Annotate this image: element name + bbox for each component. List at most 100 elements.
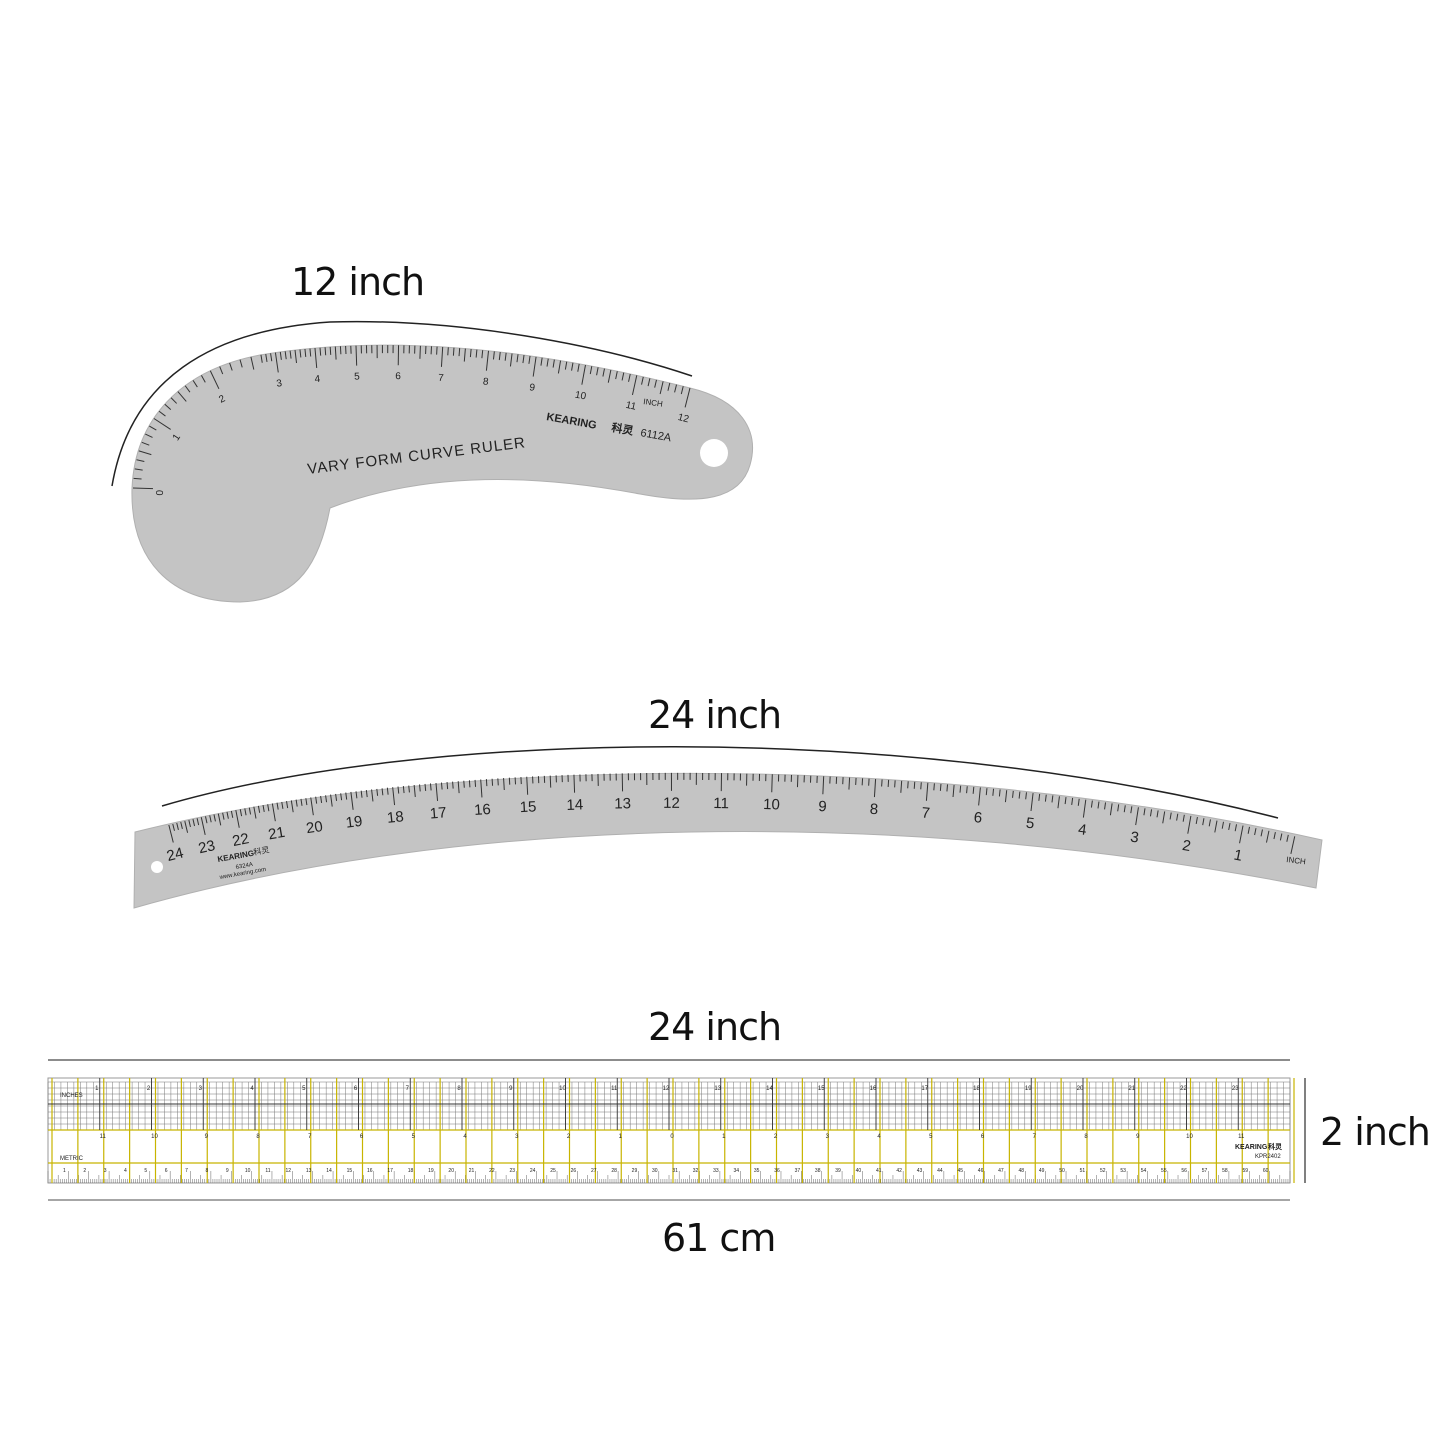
straight-cm-number: 54 (1141, 1168, 1147, 1174)
straight-cm-number: 5 (144, 1168, 147, 1174)
straight-center-number: 7 (308, 1134, 312, 1140)
curve-tick-number: 6 (395, 371, 401, 382)
straight-cm-number: 12 (286, 1168, 292, 1174)
straight-inch-number: 6 (354, 1086, 358, 1092)
straight-center-number: 10 (151, 1134, 158, 1140)
hip-tick-number: 11 (713, 795, 729, 812)
straight-cm-number: 11 (265, 1168, 270, 1174)
hip-tick-number: 13 (614, 795, 631, 812)
hip-tick-number: 6 (973, 809, 983, 827)
straight-cm-number: 58 (1222, 1168, 1228, 1174)
straight-center-number: 11 (100, 1134, 107, 1140)
hip-tick-number: 22 (231, 830, 251, 850)
straight-cm-number: 56 (1181, 1168, 1187, 1174)
straight-center-number: 1 (722, 1134, 726, 1140)
curve-ruler-brand-cn: 科灵 (610, 420, 635, 438)
straight-inch-number: 9 (509, 1086, 513, 1092)
straight-cm-number: 2 (83, 1168, 86, 1174)
straight-cm-number: 3 (104, 1168, 107, 1174)
straight-ruler-model: KPR2402 (1255, 1154, 1281, 1160)
straight-cm-number: 4 (124, 1168, 127, 1174)
hip-ruler-hole (151, 861, 163, 873)
straight-cm-number: 14 (326, 1168, 332, 1174)
curve-tick-number: 0 (155, 489, 166, 495)
hip-ruler-body (133, 772, 1323, 909)
straight-cm-number: 53 (1120, 1168, 1126, 1174)
curve-ruler-unit: INCH (643, 397, 664, 409)
straight-inch-number: 12 (663, 1086, 670, 1092)
straight-center-number: 9 (205, 1134, 209, 1140)
hip-tick-number: 14 (566, 796, 583, 814)
straight-inch-number: 1 (95, 1086, 99, 1092)
straight-cm-number: 50 (1059, 1168, 1065, 1174)
straight-cm-number: 19 (428, 1168, 434, 1174)
straight-cm-number: 13 (306, 1168, 312, 1174)
straight-cm-number: 10 (245, 1168, 251, 1174)
straight-cm-number: 59 (1242, 1168, 1248, 1174)
straight-ruler-brand-cn: 科灵 (1268, 1142, 1283, 1151)
curve-tick-number: 9 (529, 382, 537, 394)
curve-tick-number: 11 (625, 400, 638, 413)
straight-inch-number: 17 (921, 1086, 928, 1092)
straight-cm-number: 17 (387, 1168, 393, 1174)
straight-cm-number: 47 (998, 1168, 1004, 1174)
straight-cm-number: 1 (63, 1168, 66, 1174)
hip-tick-number: 16 (474, 801, 492, 819)
straight-ruler-metric-label: METRIC (60, 1156, 84, 1162)
straight-cm-number: 49 (1039, 1168, 1045, 1174)
straight-cm-number: 46 (978, 1168, 984, 1174)
straight-center-number: 10 (1186, 1134, 1193, 1140)
straight-inch-number: 20 (1077, 1086, 1084, 1092)
hip-tick-number: 15 (519, 798, 537, 816)
curve-tick-number: 12 (677, 412, 691, 425)
curve-ruler-model: 6112A (639, 427, 672, 444)
straight-cm-number: 6 (165, 1168, 168, 1174)
straight-inch-number: 16 (870, 1086, 877, 1092)
straight-inch-number: 8 (457, 1086, 461, 1092)
straight-cm-number: 22 (489, 1168, 495, 1174)
straight-inch-number: 3 (199, 1086, 203, 1092)
straight-cm-number: 34 (733, 1168, 739, 1174)
straight-cm-number: 55 (1161, 1168, 1167, 1174)
straight-cm-number: 52 (1100, 1168, 1106, 1174)
curve-tick-number: 1 (171, 432, 183, 443)
hip-tick-number: 1 (1232, 846, 1243, 864)
straight-inch-number: 13 (714, 1086, 721, 1092)
straight-center-number: 2 (774, 1134, 778, 1140)
straight-cm-number: 45 (957, 1168, 963, 1174)
straight-center-number: 4 (877, 1134, 881, 1140)
curve-ruler-length-label: 12 inch (291, 260, 425, 304)
straight-cm-number: 33 (713, 1168, 719, 1174)
straight-cm-number: 48 (1019, 1168, 1025, 1174)
hip-tick-number: 17 (429, 804, 447, 822)
hip-tick-number: 24 (165, 844, 185, 865)
hip-tick-number: 18 (386, 808, 404, 827)
straight-center-number: 8 (256, 1134, 260, 1140)
straight-cm-number: 27 (591, 1168, 597, 1174)
straight-center-number: 8 (1084, 1134, 1088, 1140)
straight-inch-number: 11 (611, 1086, 618, 1092)
straight-cm-number: 32 (693, 1168, 699, 1174)
straight-cm-number: 51 (1080, 1168, 1086, 1174)
straight-cm-number: 23 (510, 1168, 516, 1174)
straight-center-number: 7 (1033, 1134, 1037, 1140)
straight-inch-number: 22 (1180, 1086, 1187, 1092)
straight-inch-number: 5 (302, 1086, 306, 1092)
hip-ruler-unit: INCH (1286, 855, 1307, 866)
hip-tick-number: 9 (818, 798, 827, 815)
straight-cm-number: 43 (917, 1168, 923, 1174)
hip-tick-number: 3 (1129, 828, 1140, 846)
straight-center-number: 6 (981, 1134, 985, 1140)
hip-tick-number: 12 (663, 795, 680, 812)
straight-cm-number: 26 (571, 1168, 577, 1174)
straight-cm-number: 16 (367, 1168, 373, 1174)
straight-ruler-length-label: 24 inch (648, 1005, 782, 1049)
curve-tick-number: 4 (314, 374, 321, 385)
straight-center-number: 2 (567, 1134, 571, 1140)
straight-cm-number: 31 (672, 1168, 678, 1174)
straight-ruler-width-label: 2 inch (1320, 1110, 1431, 1154)
hip-ruler-brand-cn: 科灵 (253, 844, 270, 857)
hip-ruler-length-label: 24 inch (648, 693, 782, 737)
